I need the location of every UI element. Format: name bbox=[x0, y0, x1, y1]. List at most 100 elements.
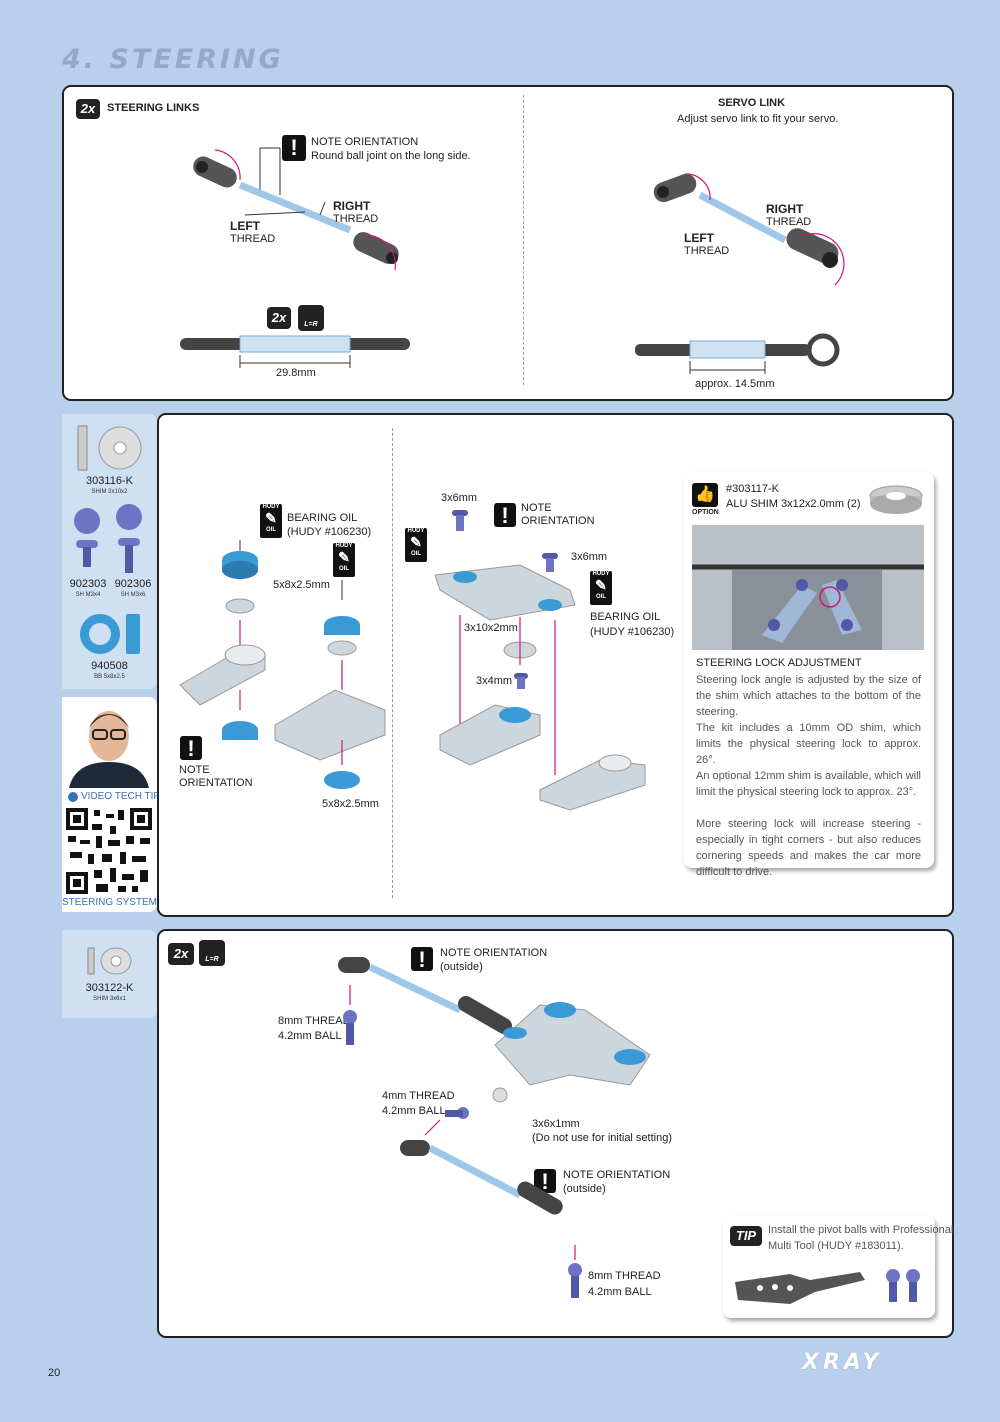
servo-link-heading: SERVO LINK bbox=[718, 97, 786, 109]
right-thread-sub: THREAD bbox=[333, 213, 379, 225]
divider bbox=[392, 428, 393, 898]
warning-icon: ! bbox=[411, 947, 433, 972]
quantity-badge-2: 2x bbox=[267, 307, 291, 329]
servo-right-thread-label: RIGHT bbox=[766, 202, 804, 216]
steering-lock-heading: STEERING LOCK ADJUSTMENT bbox=[696, 657, 862, 669]
chassis-steering-photo bbox=[692, 525, 924, 650]
hudy-oil-icon: HUDY✎OIL bbox=[590, 571, 612, 605]
option-part-desc: ALU SHIM 3x12x2.0mm (2) bbox=[726, 498, 861, 510]
servo-left-thread-label: LEFT bbox=[684, 231, 714, 245]
part-desc: SHIM 3x6x1 bbox=[93, 996, 126, 1002]
warning-icon: ! bbox=[534, 1169, 556, 1194]
part-code: 940508 bbox=[91, 660, 128, 672]
parts-sidebar-2 bbox=[62, 930, 157, 1018]
servo-link-length: approx. 14.5mm bbox=[695, 378, 775, 390]
quantity-badge: 2x bbox=[168, 943, 194, 965]
bearing-oil-ref: (HUDY #106230) bbox=[287, 526, 372, 538]
bearing-oil-label: BEARING OIL bbox=[590, 611, 661, 623]
part-desc: SHIM 3x10x2 bbox=[91, 489, 128, 495]
part-code: 902306 bbox=[114, 578, 152, 590]
link-length: 29.8mm bbox=[276, 367, 316, 379]
thumbs-up-icon: 👍 bbox=[692, 483, 718, 507]
note-orientation-2: NOTE ORIENTATION bbox=[563, 1169, 671, 1181]
left-equals-right-icon: L=R bbox=[298, 305, 324, 331]
ball-1-ball: 4.2mm BALL bbox=[278, 1030, 342, 1042]
option-part-number: #303117-K bbox=[726, 483, 780, 495]
note-orientation-1-sub: (outside) bbox=[440, 961, 483, 973]
note-orientation-1: NOTE ORIENTATION bbox=[440, 947, 548, 959]
quantity-badge: 2x bbox=[76, 99, 100, 119]
part-desc: SH M3x4 bbox=[75, 592, 101, 598]
steering-arm-drawing bbox=[434, 510, 646, 811]
steering-link-assembly-panel bbox=[157, 929, 954, 1338]
warning-icon: ! bbox=[180, 736, 202, 761]
hudy-oil-icon: HUDY✎OIL bbox=[405, 528, 427, 562]
tip-text-1: Install the pivot balls with Professiona… bbox=[768, 1224, 954, 1236]
tip-text-2: Multi Tool (HUDY #183011). bbox=[768, 1240, 904, 1252]
servo-link-drawing bbox=[653, 173, 845, 286]
hudy-oil-icon: HUDY✎OIL bbox=[260, 504, 282, 538]
shim-icon bbox=[77, 425, 142, 471]
bearing-size-1: 5x8x2.5mm bbox=[273, 579, 330, 591]
shim-3x6x1: 3x6x1mm bbox=[532, 1118, 580, 1130]
option-paragraph-4: More steering lock will increase steerin… bbox=[696, 818, 921, 878]
left-thread-sub: THREAD bbox=[230, 233, 276, 245]
steering-link-install-drawing bbox=[338, 957, 651, 1298]
shim-icon bbox=[87, 947, 132, 975]
alu-shim-icon bbox=[869, 485, 923, 514]
option-paragraph-1: Steering lock angle is adjusted by the s… bbox=[696, 674, 921, 718]
option-icon-label: OPTION bbox=[692, 509, 719, 516]
note-title: NOTE ORIENTATION bbox=[311, 136, 419, 148]
assembled-servo-link bbox=[635, 333, 840, 374]
note-orientation-label-2: ORIENTATION bbox=[179, 777, 253, 789]
video-tech-tip-label[interactable]: VIDEO TECH TIP bbox=[81, 791, 161, 802]
part-desc: BB 5x8x2.5 bbox=[94, 674, 125, 680]
bearing-oil-ref: (HUDY #106230) bbox=[590, 626, 675, 638]
ball-1-thread: 8mm THREAD bbox=[278, 1015, 351, 1027]
screw-size-3: 3x4mm bbox=[476, 675, 513, 687]
xray-logo: XRAY bbox=[802, 1350, 883, 1375]
note-orientation-2-sub: (outside) bbox=[563, 1183, 606, 1195]
steering-links-heading: STEERING LINKS bbox=[107, 102, 200, 114]
ball-2-ball: 4.2mm BALL bbox=[382, 1105, 446, 1117]
part-code: 303116-K bbox=[86, 475, 133, 487]
divider bbox=[523, 95, 524, 385]
presenter-photo bbox=[67, 700, 152, 788]
shim-size: 3x10x2mm bbox=[464, 622, 518, 634]
ball-3-thread: 8mm THREAD bbox=[588, 1270, 661, 1282]
warning-icon: ! bbox=[282, 135, 306, 161]
ball-3-ball: 4.2mm BALL bbox=[588, 1286, 652, 1298]
screw-size-1: 3x6mm bbox=[441, 492, 478, 504]
left-equals-right-icon: L=R bbox=[199, 940, 225, 966]
qr-code[interactable] bbox=[66, 808, 152, 894]
servo-left-thread-sub: THREAD bbox=[684, 245, 730, 257]
assembled-steering-link bbox=[180, 335, 410, 368]
note-orientation-label: NOTE bbox=[179, 764, 210, 776]
bearing-size-2: 5x8x2.5mm bbox=[322, 798, 379, 810]
part-code: 902303 bbox=[69, 578, 107, 590]
page-number: 20 bbox=[48, 1367, 61, 1379]
right-thread-label: RIGHT bbox=[333, 199, 371, 213]
shim-warning: (Do not use for initial setting) bbox=[532, 1132, 673, 1144]
warning-icon: ! bbox=[494, 503, 516, 528]
hudy-oil-icon: HUDY✎OIL bbox=[333, 543, 355, 577]
ball-2-thread: 4mm THREAD bbox=[382, 1090, 455, 1102]
steering-link-drawing bbox=[193, 147, 399, 271]
left-thread-label: LEFT bbox=[230, 219, 260, 233]
note-text: Round ball joint on the long side. bbox=[311, 150, 471, 162]
note-label-2: ORIENTATION bbox=[521, 515, 595, 527]
play-icon[interactable] bbox=[68, 792, 78, 802]
part-desc: SH M3x6 bbox=[120, 592, 146, 598]
video-title: STEERING SYSTEM bbox=[62, 897, 158, 908]
note-label: NOTE bbox=[521, 502, 552, 514]
screw-size-2: 3x6mm bbox=[571, 551, 608, 563]
option-paragraph-2: The kit includes a 10mm OD shim, which l… bbox=[696, 722, 921, 766]
bearing-oil-label: BEARING OIL bbox=[287, 512, 358, 524]
steering-crank-drawing bbox=[179, 540, 386, 789]
part-code: 303122-K bbox=[85, 982, 134, 994]
servo-link-subheading: Adjust servo link to fit your servo. bbox=[677, 113, 839, 125]
option-paragraph-3: An optional 12mm shim is available, whic… bbox=[696, 770, 921, 798]
tip-badge: TIP bbox=[730, 1226, 762, 1246]
multi-tool-icon bbox=[735, 1269, 920, 1304]
screw-icons bbox=[74, 504, 142, 573]
